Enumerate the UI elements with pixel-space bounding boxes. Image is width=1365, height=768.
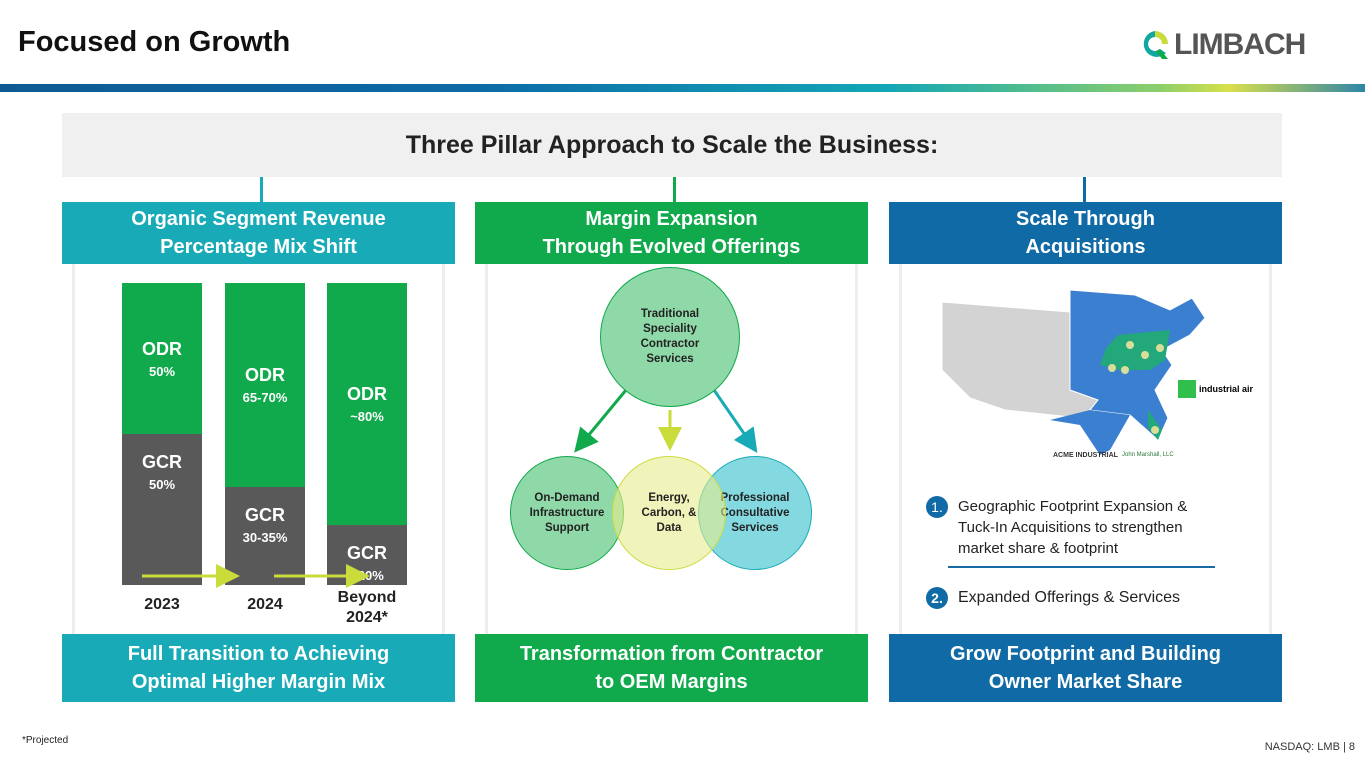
segment-value: 65-70% bbox=[242, 389, 288, 405]
segment-name: ODR bbox=[142, 338, 182, 359]
footer-line: to OEM Margins bbox=[595, 671, 748, 693]
point-1: 1. Geographic Footprint Expansion & Tuck-… bbox=[926, 496, 1213, 559]
bar-segment-odr: ODR 65-70% bbox=[225, 283, 305, 487]
x-tick-label: Beyond 2024* bbox=[337, 589, 397, 626]
segment-name: ODR bbox=[347, 383, 387, 404]
number-badge: 1. bbox=[926, 496, 948, 518]
panel bbox=[72, 264, 445, 634]
header-line: Percentage Mix Shift bbox=[160, 236, 357, 258]
number-badge: 2. bbox=[926, 587, 948, 609]
stacked-bar: GCR ~20% ODR ~80% bbox=[327, 283, 407, 585]
bar-segment-gcr: GCR 30-35% bbox=[225, 486, 305, 585]
connector bbox=[260, 177, 263, 202]
stacked-bar: GCR 50% ODR 50% bbox=[122, 283, 202, 585]
venn-middle-circle: Energy, Carbon, & Data bbox=[612, 456, 726, 570]
logo-text: industrial air bbox=[1199, 384, 1254, 394]
industrial-air-icon bbox=[1178, 380, 1196, 398]
acme-logo: ACME INDUSTRIAL bbox=[1053, 452, 1118, 459]
segment-name: GCR bbox=[347, 542, 387, 563]
connector bbox=[1083, 177, 1086, 202]
venn-label: Energy, Carbon, & Data bbox=[641, 491, 697, 534]
venn-label: On-Demand Infrastructure Support bbox=[529, 491, 605, 534]
divider bbox=[948, 566, 1215, 568]
venn-label: Professional Consultative Services bbox=[720, 491, 790, 534]
footer-line: Full Transition to Achieving bbox=[127, 643, 390, 665]
segment-value: ~20% bbox=[350, 567, 384, 583]
panel bbox=[485, 264, 858, 634]
bar-segment-gcr: GCR ~20% bbox=[327, 524, 407, 585]
header-line: Through Evolved Offerings bbox=[542, 236, 801, 258]
john-marshall-logo: John Marshall, LLC bbox=[1122, 452, 1174, 458]
banner: Three Pillar Approach to Scale the Busin… bbox=[62, 113, 1282, 177]
point-text: Expanded Offerings & Services bbox=[958, 589, 1181, 606]
segment-name: ODR bbox=[245, 364, 285, 385]
connector bbox=[673, 177, 676, 202]
us-map bbox=[941, 290, 1206, 455]
venn-left-circle: On-Demand Infrastructure Support bbox=[510, 456, 624, 570]
logo-mark-icon bbox=[1143, 31, 1168, 59]
venn-label: Traditional Speciality Contractor Servic… bbox=[640, 308, 700, 365]
bar-segment-odr: ODR ~80% bbox=[327, 283, 407, 525]
footnote: *Projected bbox=[22, 735, 69, 746]
panel bbox=[899, 264, 1272, 634]
x-tick-label: 2024 bbox=[247, 596, 283, 613]
segment-value: 30-35% bbox=[242, 529, 288, 545]
x-tick-label: 2023 bbox=[144, 596, 180, 613]
footer-line: Owner Market Share bbox=[988, 671, 1183, 693]
footer-line: Grow Footprint and Building bbox=[949, 643, 1222, 665]
industrial-air-logo: industrial air bbox=[1178, 380, 1253, 398]
bar-segment-gcr: GCR 50% bbox=[122, 434, 202, 585]
header-gradient-bar bbox=[0, 84, 1365, 92]
segment-value: 50% bbox=[148, 477, 176, 492]
stacked-bar: GCR 30-35% ODR 65-70% bbox=[225, 283, 305, 585]
page-footer: NASDAQ: LMB | 8 bbox=[1264, 741, 1355, 753]
venn-top-circle: Traditional Speciality Contractor Servic… bbox=[600, 267, 740, 407]
header-line: Margin Expansion bbox=[585, 208, 758, 230]
pillar-footer-margin: Transformation from Contractor to OEM Mar… bbox=[475, 634, 868, 702]
logo-text: LIMBACH bbox=[1174, 28, 1306, 61]
segment-name: GCR bbox=[142, 452, 182, 472]
segment-value: ~80% bbox=[350, 408, 384, 424]
header-line: Acquisitions bbox=[1025, 236, 1146, 258]
footer-line: Optimal Higher Margin Mix bbox=[131, 671, 386, 693]
point-text: Geographic Footprint Expansion & Tuck-In… bbox=[958, 498, 1188, 557]
bar-segment-odr: ODR 50% bbox=[122, 283, 202, 434]
segment-name: GCR bbox=[245, 504, 285, 525]
page-title: Focused on Growth bbox=[18, 26, 291, 58]
header-line: Scale Through bbox=[1016, 208, 1155, 230]
limbach-logo: LIMBACH bbox=[1140, 28, 1306, 62]
footer-line: Transformation from Contractor bbox=[519, 643, 824, 665]
header-line: Organic Segment Revenue bbox=[131, 208, 386, 230]
segment-value: 50% bbox=[148, 363, 176, 379]
point-2: 2. Expanded Offerings & Services bbox=[926, 587, 1180, 609]
